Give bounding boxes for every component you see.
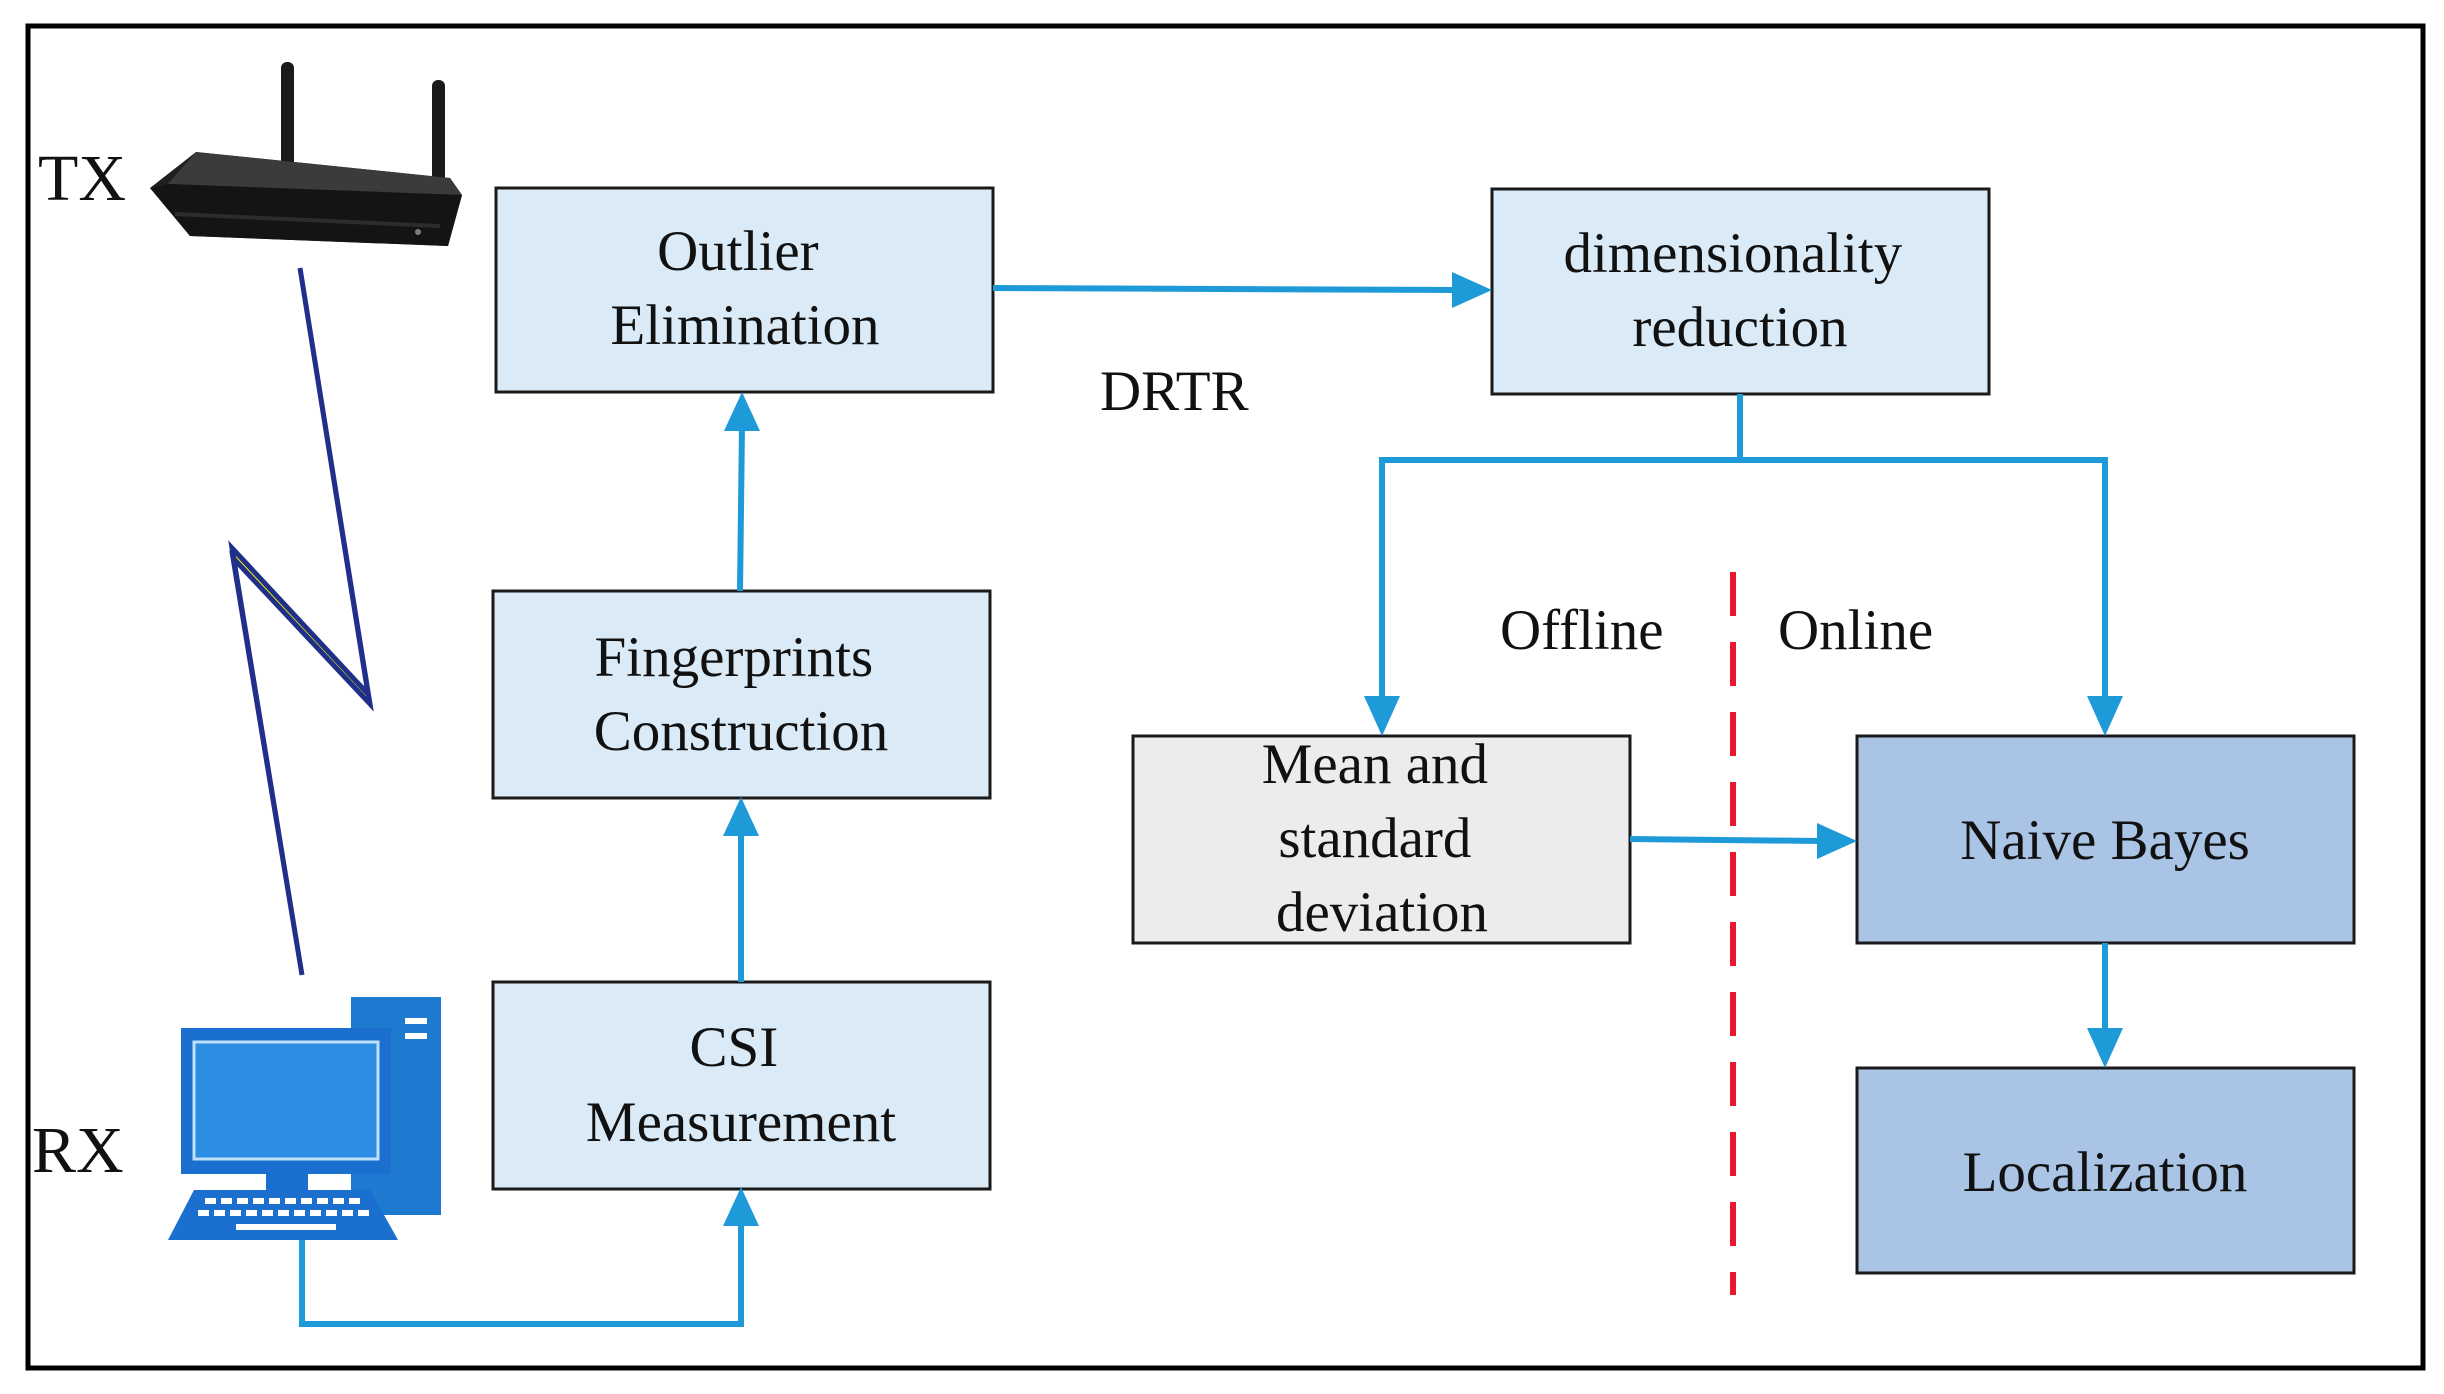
naive-bayes-text: Naive Bayes — [1960, 809, 2250, 872]
localization-text: Localization — [1963, 1141, 2248, 1204]
csi-measurement-box — [491, 980, 992, 1191]
meanstd-line2: standard — [1278, 807, 1471, 870]
fingerprints-to-outlier-line — [737, 424, 745, 592]
outlier-line2: Elimination — [610, 294, 879, 357]
dimred-to-meanstd-line — [1379, 457, 1740, 700]
rx-to-csi-line — [299, 1222, 744, 1327]
meanstd-line3: deviation — [1276, 881, 1488, 944]
drtr-label: DRTR — [1100, 360, 1249, 423]
connectors — [299, 285, 2108, 1327]
fingerprints-construction-text: Fingerprints Construction — [594, 626, 889, 763]
outlier-line1: Outlier — [657, 220, 818, 283]
arrowhead-up-icon — [723, 797, 759, 836]
keyboard-keys-icon — [198, 1198, 369, 1230]
arrowheads — [723, 272, 2123, 1226]
dimred-to-bayes-line — [1740, 457, 2108, 700]
localization-box — [1855, 1066, 2356, 1275]
meanstd-line1: Mean and — [1262, 733, 1488, 796]
dimensionality-reduction-box — [1490, 187, 1991, 396]
desktop-computer-icon — [168, 997, 441, 1240]
fingerprints-line2: Construction — [594, 700, 889, 763]
naive-bayes-box — [1855, 734, 2356, 945]
offline-label: Offline — [1500, 599, 1664, 662]
outlier-elimination-text: Outlier Elimination — [610, 220, 879, 357]
arrowhead-right-icon — [1817, 823, 1857, 859]
mean-std-deviation-text: Mean and standard deviation — [1262, 733, 1503, 944]
fingerprints-line1: Fingerprints — [595, 626, 874, 689]
arrowhead-up-icon — [724, 392, 760, 431]
dimred-line2: reduction — [1632, 296, 1847, 359]
rx-label: RX — [32, 1114, 124, 1187]
wifi-router-icon — [150, 62, 462, 246]
fingerprints-construction-box — [491, 589, 992, 800]
dimred-line1: dimensionality — [1563, 222, 1902, 285]
lightning-bolt-icon — [228, 267, 374, 976]
tx-label: TX — [38, 142, 126, 215]
mean-std-deviation-box — [1131, 734, 1632, 945]
outlier-elimination-box — [494, 186, 995, 394]
arrowhead-down-icon — [2087, 696, 2123, 736]
meanstd-to-bayes-line — [1629, 836, 1821, 844]
csi-measurement-text: CSI Measurement — [586, 1016, 896, 1154]
dimensionality-reduction-text: dimensionality reduction — [1563, 222, 1916, 359]
arrowhead-right-icon — [1452, 272, 1492, 308]
csi-line2: Measurement — [586, 1091, 896, 1154]
arrowhead-down-icon — [1364, 696, 1400, 736]
arrowhead-up-icon — [723, 1187, 759, 1226]
arrowhead-down-icon — [2087, 1028, 2123, 1068]
online-label: Online — [1778, 599, 1933, 662]
outlier-to-dimred-line — [992, 285, 1457, 293]
csi-line1: CSI — [690, 1016, 779, 1079]
